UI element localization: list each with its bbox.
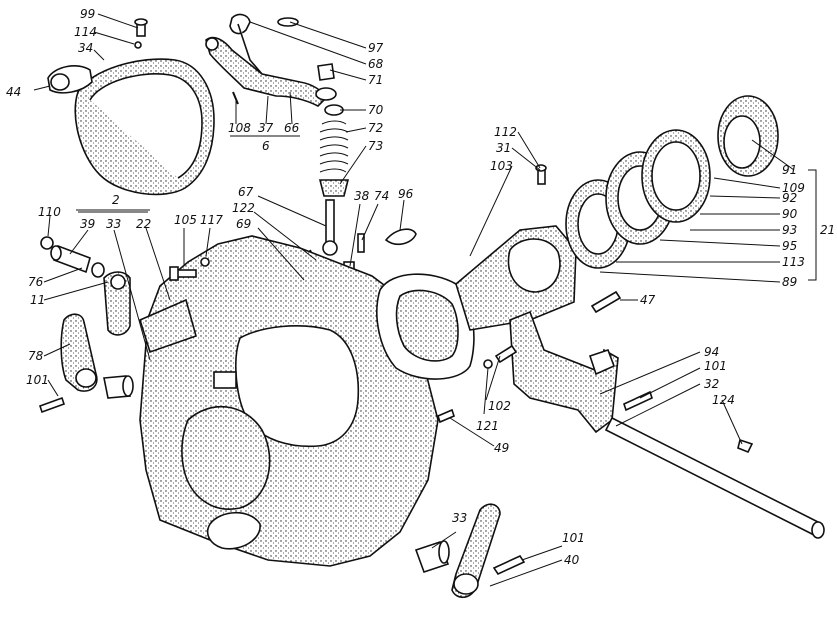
flange-housing: [376, 225, 577, 380]
callout-74: 74: [374, 189, 389, 203]
callout-49: 49: [494, 441, 509, 455]
callout-114: 114: [74, 25, 97, 39]
callout-94: 94: [704, 345, 719, 359]
callout-102: 102: [488, 399, 511, 413]
lever-assembly: [205, 13, 337, 107]
callout-122: 122: [232, 201, 255, 215]
key-124: [737, 438, 754, 454]
bolt-101-left: [38, 396, 66, 414]
callout-38: 38: [354, 189, 370, 203]
callout-76: 76: [28, 275, 44, 289]
callout-99: 99: [80, 7, 95, 21]
callout-70: 70: [368, 103, 384, 117]
lever-11: [103, 271, 131, 336]
ring-110: [40, 236, 54, 250]
callout-90: 90: [782, 207, 798, 221]
callout-109: 109: [782, 181, 805, 195]
bearing-91: [717, 95, 779, 177]
callout-11: 11: [30, 293, 45, 307]
bolt-47: [590, 290, 622, 314]
callout-66: 66: [284, 121, 300, 135]
callout-44: 44: [6, 85, 21, 99]
washer-117: [200, 257, 210, 267]
callout-2: 2: [112, 193, 120, 207]
callout-71: 71: [368, 73, 383, 87]
callout-73: 73: [368, 139, 383, 153]
callout-96: 96: [398, 187, 414, 201]
callout-22: 22: [136, 217, 151, 231]
callout-113: 113: [782, 255, 805, 269]
bushing-33-bottom: [414, 540, 450, 574]
callout-6: 6: [262, 139, 270, 153]
cover-plate: [74, 58, 215, 196]
shaft-32: [604, 416, 825, 539]
screw-99: [134, 18, 148, 49]
callout-33-left: 33: [106, 217, 121, 231]
bolt-105: [169, 266, 197, 281]
bolt-101-bottom: [492, 554, 526, 576]
clutch-discs: [565, 129, 711, 269]
callout-89: 89: [782, 275, 797, 289]
callout-121: 121: [476, 419, 499, 433]
clamp-part: [47, 65, 93, 94]
callout-101-right: 101: [704, 359, 727, 373]
main-housing: [139, 235, 439, 567]
callout-108: 108: [228, 121, 251, 135]
callout-72: 72: [368, 121, 383, 135]
callout-69: 69: [236, 217, 251, 231]
spring-assembly: [318, 104, 350, 197]
callout-97: 97: [368, 41, 384, 55]
pin-49: [437, 408, 455, 424]
pin-96: [384, 228, 417, 246]
callout-78: 78: [28, 349, 44, 363]
callout-34: 34: [78, 41, 93, 55]
callout-40: 40: [564, 553, 580, 567]
callout-31: 31: [496, 141, 511, 155]
callout-110: 110: [38, 205, 61, 219]
bolt-112: [535, 164, 547, 185]
callout-112: 112: [494, 125, 517, 139]
callout-101-left: 101: [26, 373, 49, 387]
callout-92: 92: [782, 191, 797, 205]
callout-33-bottom: 33: [452, 511, 467, 525]
shaft-39: [50, 244, 105, 278]
callout-67: 67: [238, 185, 254, 199]
callout-21: 21: [820, 223, 835, 237]
callout-91: 91: [782, 163, 797, 177]
callout-124: 124: [712, 393, 735, 407]
callout-93: 93: [782, 223, 797, 237]
pin-108: [232, 91, 239, 105]
fork-bracket: [509, 310, 619, 434]
callout-105: 105: [174, 213, 197, 227]
lever-78: [60, 313, 98, 392]
callout-39: 39: [80, 217, 95, 231]
callout-95: 95: [782, 239, 797, 253]
callout-101-bottom: 101: [562, 531, 585, 545]
lever-40: [451, 503, 501, 599]
rod-67: [322, 199, 338, 256]
washer-121: [483, 359, 493, 369]
callout-103: 103: [490, 159, 513, 173]
leader-lines: [33, 13, 817, 587]
bolt-101-right: [623, 390, 653, 412]
callout-117: 117: [200, 213, 223, 227]
callout-37: 37: [258, 121, 274, 135]
callout-labels: 99 114 34 44 97 68 71 70 72 73 108 37 66…: [6, 7, 835, 567]
bushing-33-left: [103, 375, 134, 399]
callout-68: 68: [368, 57, 384, 71]
callout-32: 32: [704, 377, 719, 391]
callout-47: 47: [640, 293, 656, 307]
